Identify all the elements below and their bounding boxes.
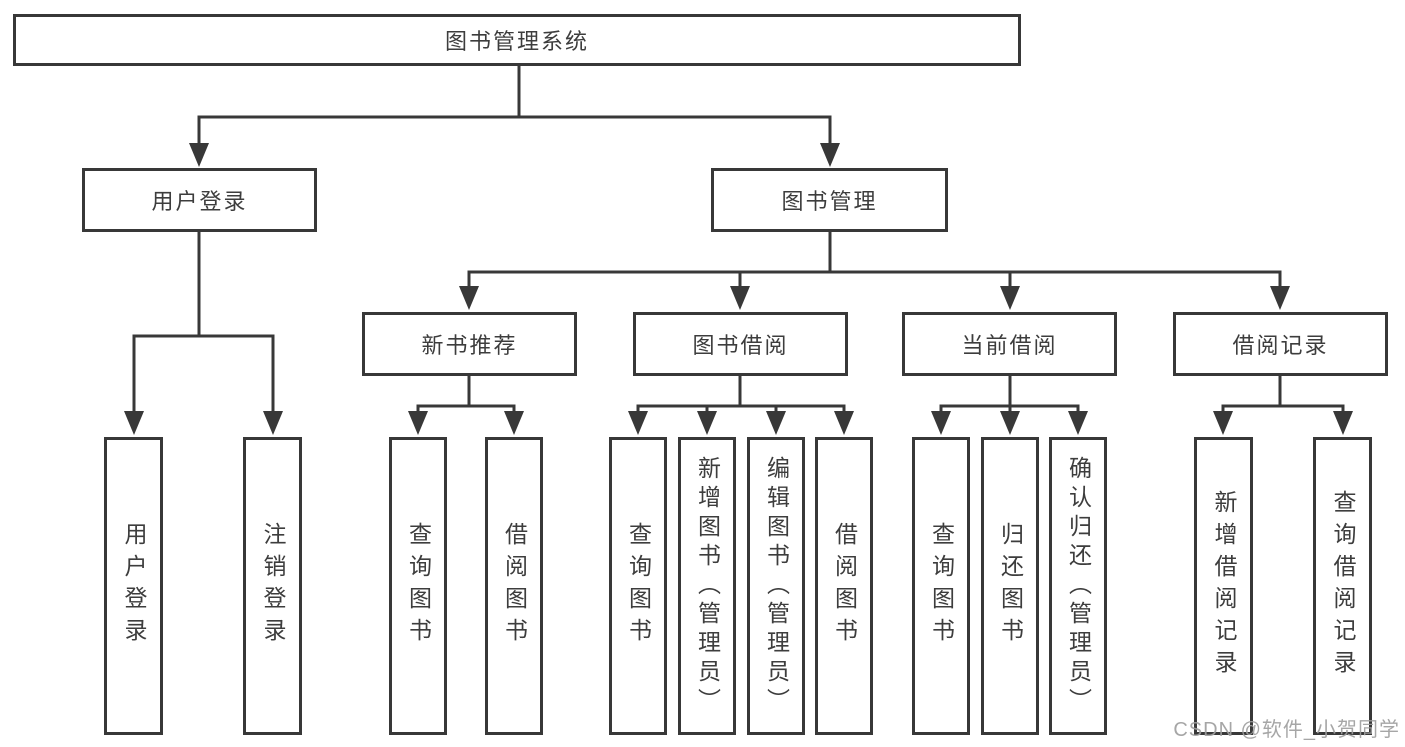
leaf-nbr-query-books: 查询图书 xyxy=(389,437,447,735)
node-user-login: 用户登录 xyxy=(82,168,317,232)
edges-book-management xyxy=(459,232,1290,310)
node-book-borrow: 图书借阅 xyxy=(633,312,848,376)
node-book-management-label: 图书管理 xyxy=(781,189,878,214)
leaf-bb-edit-books-admin-label: 编辑图书（管理员） xyxy=(763,455,790,717)
edges-new-book-recommend xyxy=(408,376,524,435)
leaf-user-login: 用户登录 xyxy=(104,437,163,735)
leaf-nbr-query-books-label: 查询图书 xyxy=(405,522,432,650)
node-new-book-recommend-label: 新书推荐 xyxy=(421,333,518,358)
edges-current-borrow xyxy=(931,376,1088,435)
leaf-bb-query-books-label: 查询图书 xyxy=(625,522,652,650)
node-root-label: 图书管理系统 xyxy=(444,29,589,54)
leaf-br-query-record: 查询借阅记录 xyxy=(1313,437,1372,735)
leaf-cb-return-books-label: 归还图书 xyxy=(997,522,1024,650)
edges-user-login xyxy=(124,232,283,435)
edges-book-borrow xyxy=(628,376,854,435)
leaf-bb-add-books-admin-label: 新增图书（管理员） xyxy=(694,455,721,717)
leaf-cb-confirm-return-admin: 确认归还（管理员） xyxy=(1049,437,1107,735)
node-borrow-records: 借阅记录 xyxy=(1173,312,1388,376)
leaf-logout: 注销登录 xyxy=(243,437,302,735)
leaf-nbr-borrow-books: 借阅图书 xyxy=(485,437,543,735)
leaf-br-add-record-label: 新增借阅记录 xyxy=(1211,490,1237,682)
leaf-bb-borrow-books-label: 借阅图书 xyxy=(831,522,858,650)
leaf-bb-query-books: 查询图书 xyxy=(609,437,667,735)
node-new-book-recommend: 新书推荐 xyxy=(362,312,577,376)
leaf-cb-confirm-return-admin-label: 确认归还（管理员） xyxy=(1065,455,1092,717)
node-current-borrow: 当前借阅 xyxy=(902,312,1117,376)
leaf-bb-borrow-books: 借阅图书 xyxy=(815,437,873,735)
leaf-cb-query-books-label: 查询图书 xyxy=(928,522,955,650)
edges-borrow-records xyxy=(1213,376,1353,435)
node-book-borrow-label: 图书借阅 xyxy=(692,333,789,358)
csdn-watermark: CSDN @软件_小贺同学 xyxy=(1173,719,1400,741)
node-user-login-label: 用户登录 xyxy=(151,189,248,214)
leaf-cb-return-books: 归还图书 xyxy=(981,437,1039,735)
leaf-user-login-label: 用户登录 xyxy=(121,522,147,650)
leaf-cb-query-books: 查询图书 xyxy=(912,437,970,735)
node-borrow-records-label: 借阅记录 xyxy=(1232,333,1329,358)
leaf-br-add-record: 新增借阅记录 xyxy=(1194,437,1253,735)
node-root: 图书管理系统 xyxy=(13,14,1021,66)
node-book-management: 图书管理 xyxy=(711,168,948,232)
leaf-bb-add-books-admin: 新增图书（管理员） xyxy=(678,437,736,735)
leaf-logout-label: 注销登录 xyxy=(260,522,286,650)
node-current-borrow-label: 当前借阅 xyxy=(961,333,1058,358)
edges-root xyxy=(189,64,840,167)
leaf-bb-edit-books-admin: 编辑图书（管理员） xyxy=(747,437,805,735)
leaf-br-query-record-label: 查询借阅记录 xyxy=(1330,490,1356,682)
leaf-nbr-borrow-books-label: 借阅图书 xyxy=(501,522,528,650)
